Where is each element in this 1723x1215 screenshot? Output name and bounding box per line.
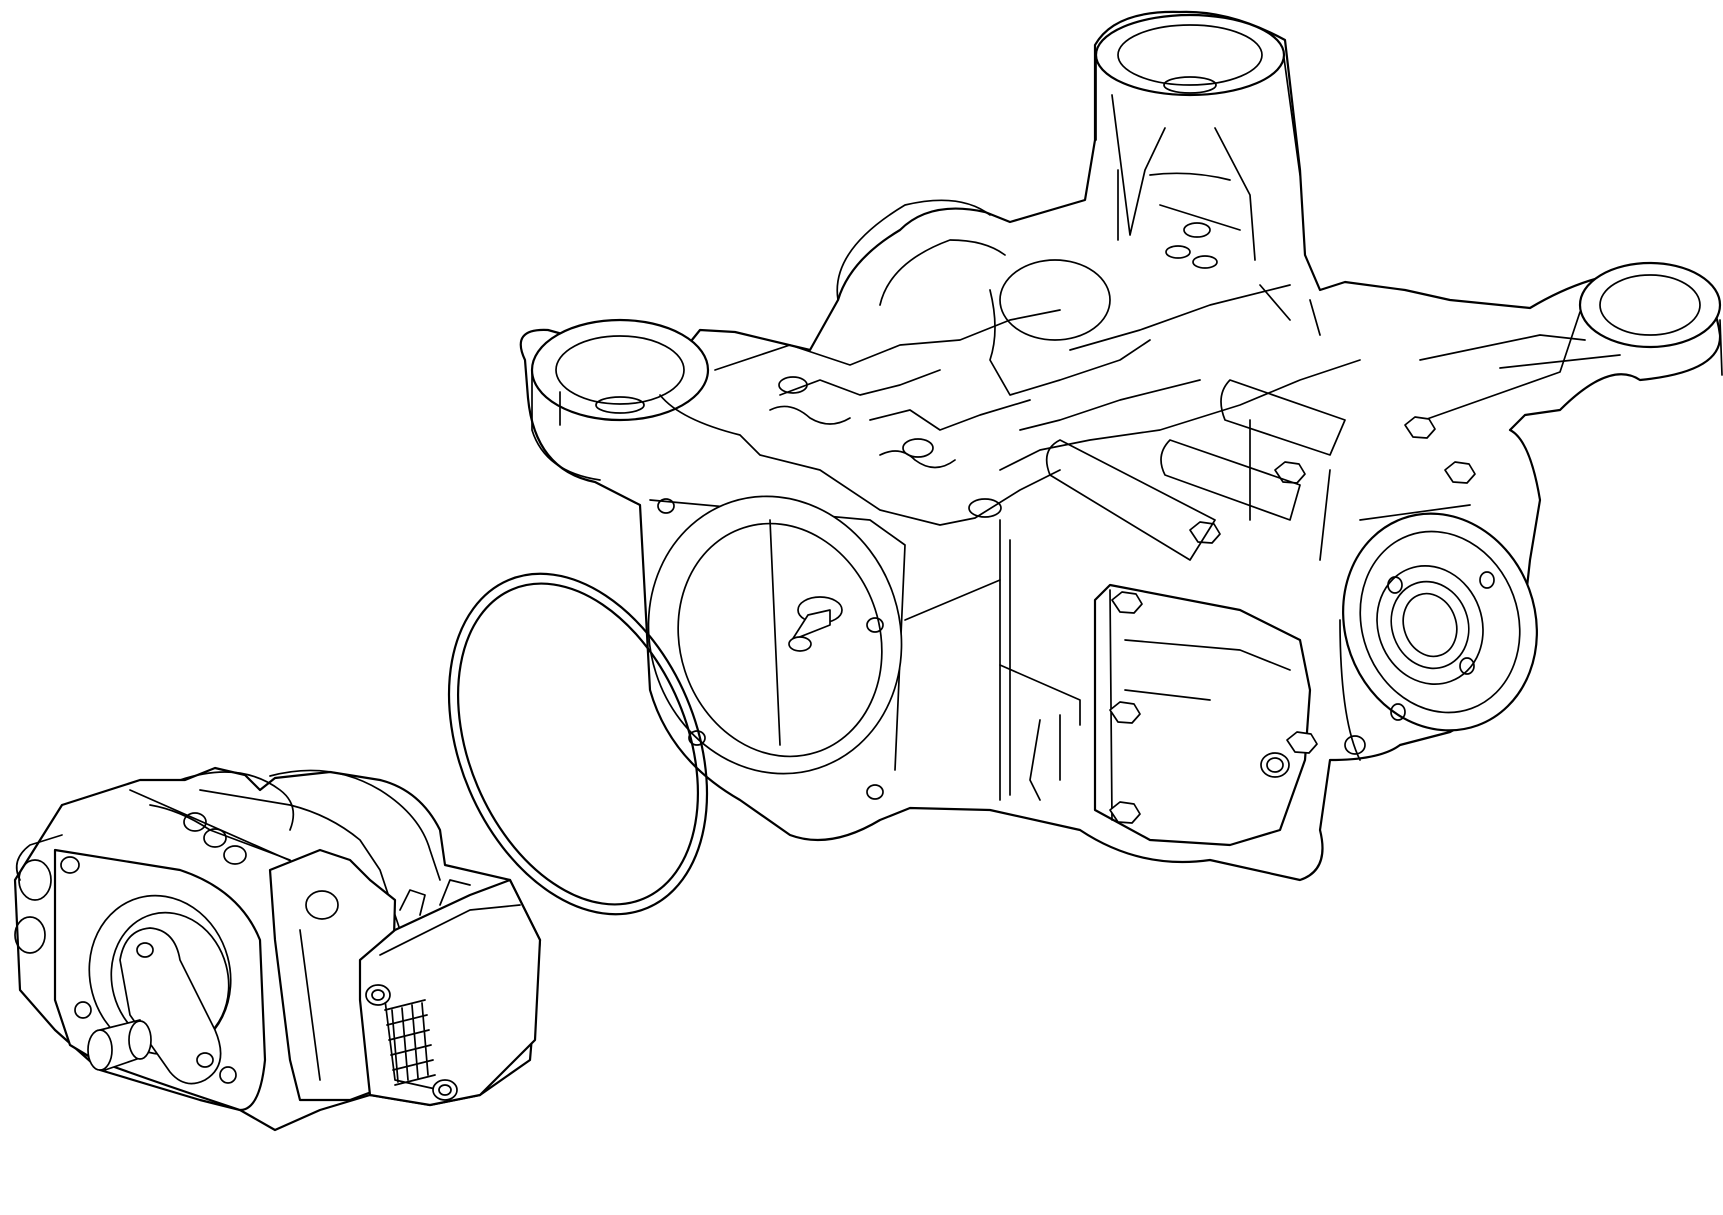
seal-ring [447, 572, 709, 916]
grid-pattern [384, 999, 436, 1086]
differential-housing [519, 10, 1723, 882]
bolt-group [1109, 416, 1476, 824]
coupling-unit [13, 766, 542, 1132]
